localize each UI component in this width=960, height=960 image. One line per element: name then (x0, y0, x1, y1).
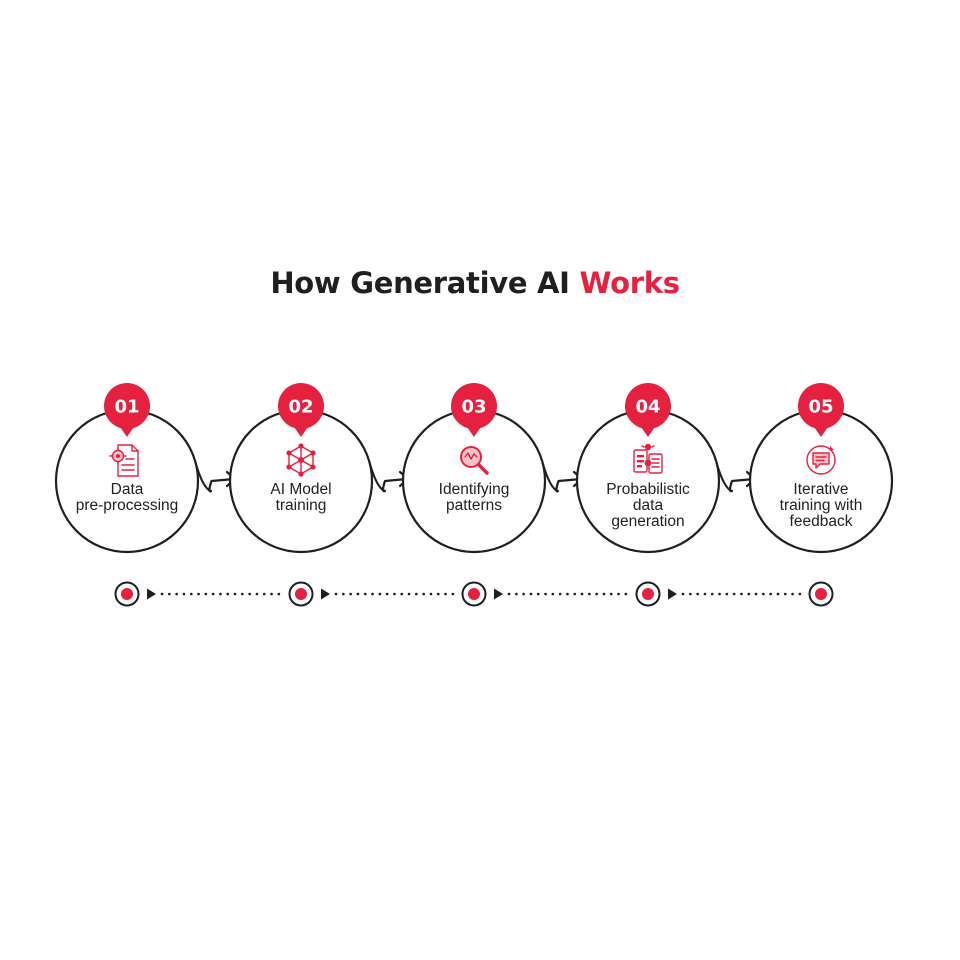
step-number: 04 (635, 397, 660, 418)
timeline-segment-3 (494, 588, 634, 600)
step-label: data (633, 497, 664, 514)
step-number: 02 (288, 397, 313, 418)
step-label: training with (780, 497, 863, 514)
timeline-segment-1 (147, 588, 287, 600)
step-label: AI Model (270, 481, 331, 498)
step-number-badge: 01 (104, 383, 150, 437)
step-number: 05 (808, 397, 833, 418)
timeline-dot-3 (461, 581, 487, 607)
step-number: 03 (461, 397, 486, 418)
title-accent: Works (579, 266, 680, 300)
timeline-segment-4 (668, 588, 807, 600)
step-label: pre-processing (76, 497, 179, 514)
title-main: How Generative AI (270, 266, 580, 300)
connector-arrow-1 (193, 459, 237, 493)
timeline-dot-2 (288, 581, 314, 607)
step-label: Data (111, 481, 144, 498)
step-label: Probabilistic (606, 481, 690, 498)
connector-arrow-3 (540, 459, 584, 493)
page-title: How Generative AI Works (0, 266, 950, 300)
timeline-dot-1 (114, 581, 140, 607)
step-label: generation (611, 513, 684, 530)
step-label: feedback (790, 513, 853, 530)
step-number: 01 (114, 397, 139, 418)
step-label: training (276, 497, 327, 514)
timeline-segment-2 (321, 588, 460, 600)
step-label: Identifying (439, 481, 510, 498)
step-label: Iterative (793, 481, 848, 498)
timeline-dot-5 (808, 581, 834, 607)
step-label: patterns (446, 497, 502, 514)
step-number-badge: 02 (278, 383, 324, 437)
step-number-badge: 04 (625, 383, 671, 437)
timeline-dot-4 (635, 581, 661, 607)
step-number-badge: 05 (798, 383, 844, 437)
step-number-badge: 03 (451, 383, 497, 437)
